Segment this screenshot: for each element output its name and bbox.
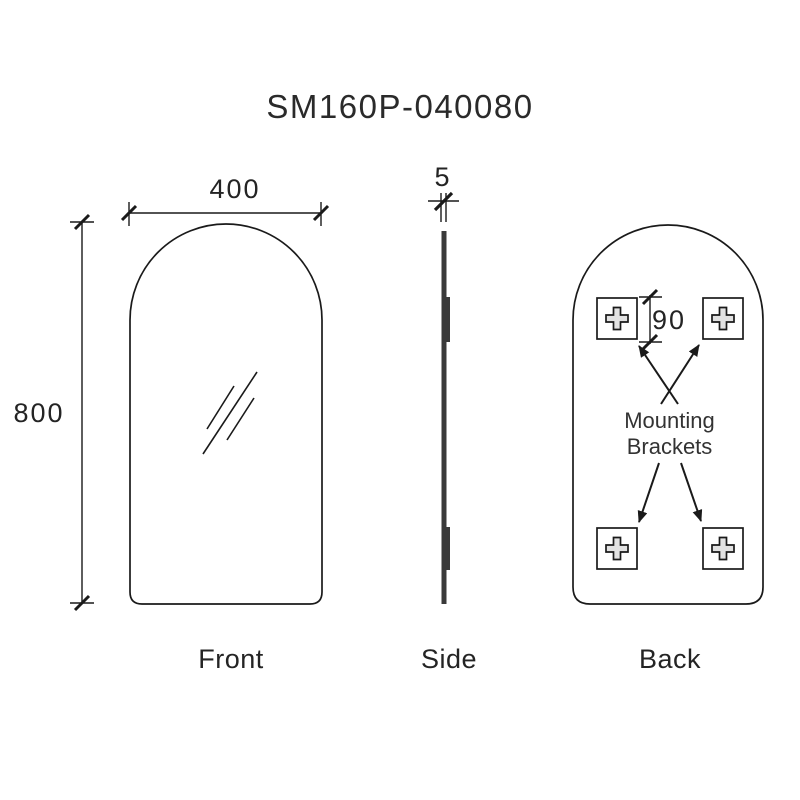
side-bracket-bump-bottom [446,527,450,570]
slash-tick [120,204,138,222]
leader-arrow-bottom-right [680,462,703,522]
slash-tick [312,204,330,222]
leader-arrow-top-left [638,345,679,405]
front-view-label: Front [198,644,264,674]
cross-icon [711,536,735,561]
glass-reflection-line [206,385,235,430]
mounting-bracket-bottom-left [596,527,638,570]
height-dimension-line [70,213,94,612]
back-mirror-outline [572,224,764,605]
front-view [129,223,323,605]
leader-arrow-top-right [660,344,700,405]
width-dimension-line [120,202,330,226]
back-view-label: Back [638,644,702,674]
cross-icon [605,306,629,331]
glass-reflection-line [202,371,258,455]
mounting-bracket-top-right [702,297,744,340]
thickness-dimension-value: 5 [434,162,452,192]
thickness-dimension-line [428,191,459,222]
glass-reflection-line [226,397,255,441]
back-view [572,224,764,605]
glass-reflection-lines [202,371,258,455]
cross-icon [711,306,735,331]
bracket-cross-icons [605,306,735,561]
slash-tick [73,594,91,612]
side-profile-bar [441,231,447,604]
slash-tick [73,213,91,231]
slash-tick [641,288,659,306]
front-mirror-outline [129,223,323,605]
mounting-bracket-top-left [596,297,638,340]
height-dimension-value: 800 [13,398,65,428]
cross-icon [605,536,629,561]
bracket-leader-arrows [637,344,703,523]
slash-tick [433,191,454,212]
side-view-label: Side [420,644,478,674]
mounting-brackets-note: Mounting Brackets [624,408,715,459]
bracket-dimension-value: 90 [652,305,687,335]
side-bracket-bump-top [446,297,450,342]
leader-arrow-bottom-left [637,462,660,523]
mounting-bracket-bottom-right [702,527,744,570]
side-view [428,191,459,604]
product-model-title: SM160P-040080 [266,88,534,125]
width-dimension-value: 400 [209,174,261,204]
